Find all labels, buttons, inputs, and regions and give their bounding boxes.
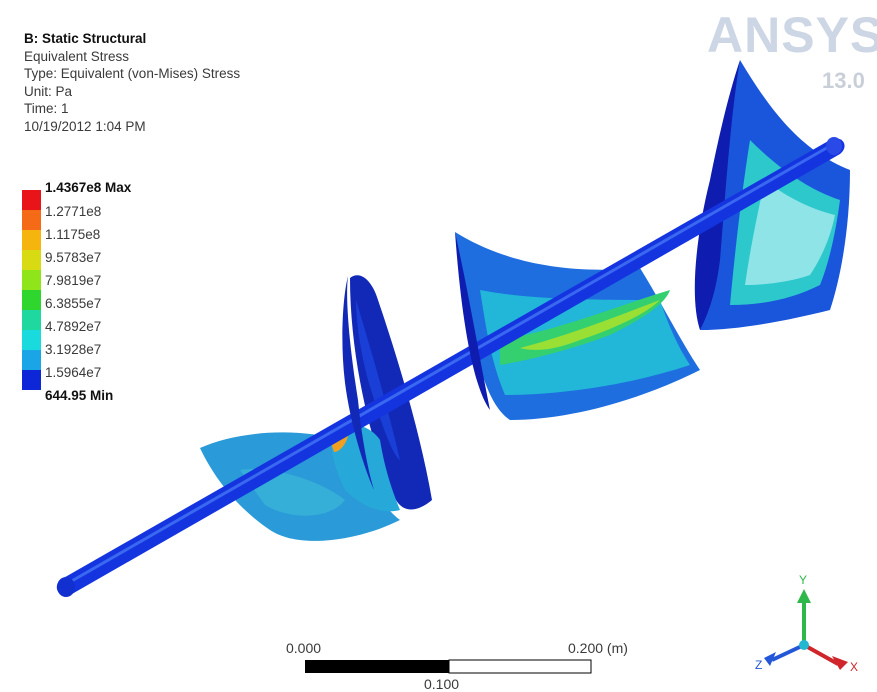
shaft-end-left [57,577,75,597]
triad-y-label: Y [799,573,808,587]
ansys-version: 13.0 [822,68,865,93]
result-date: 10/19/2012 1:04 PM [24,118,146,134]
legend-label: 1.5964e7 [45,365,102,380]
legend-swatch-5 [22,290,41,310]
mid-blade-dark [455,232,490,410]
legend-label: 1.4367e8 Max [45,180,132,195]
legend-swatch-6 [22,310,41,330]
right-blade-dark [694,60,740,330]
result-unit: Unit: Pa [24,83,73,99]
triad-origin [799,640,809,650]
legend-swatch-3 [22,250,41,270]
legend-swatch-7 [22,330,41,350]
legend-label: 1.1175e8 [45,227,101,242]
shaft-highlight [69,144,831,584]
triad-x-label: X [850,660,859,674]
right-flight-light [745,180,835,285]
result-info: B: Static Structural Equivalent Stress T… [24,30,240,135]
shaft [56,138,845,596]
legend-label: 1.2771e8 [45,204,102,219]
legend-label: 6.3855e7 [45,296,102,311]
triad-z-axis [771,643,805,662]
ansys-logo: ANSYS [707,7,877,63]
left-blade-edge [356,300,400,460]
left-flight-inner [330,424,400,512]
legend-swatch-4 [22,270,41,290]
scale-left-label: 0.000 [286,640,322,656]
result-name: Equivalent Stress [24,48,130,64]
legend-label: 4.7892e7 [45,319,102,334]
legend-label: 644.95 Min [45,388,114,403]
triad-y-arrow [797,589,811,603]
legend-swatch-8 [22,350,41,370]
scale-mid-label: 0.100 [424,676,460,692]
front-blade [342,276,374,490]
legend-swatch-2 [22,230,41,250]
triad-x-axis [803,643,839,666]
scale-right-label: 0.200 (m) [568,640,628,656]
triad-z-label: Z [755,658,763,672]
triad-x-arrow [832,656,848,670]
result-type: Type: Equivalent (von-Mises) Stress [24,66,241,81]
legend-swatch-1 [22,210,41,230]
shaft-end-right [826,137,842,155]
legend-label: 3.1928e7 [45,342,102,357]
legend-label: 9.5783e7 [45,250,102,265]
analysis-title: B: Static Structural [24,31,147,46]
mid-flight-lightgreen [520,300,660,350]
result-time: Time: 1 [24,101,69,116]
legend-label: 7.9819e7 [45,273,102,288]
legend-swatch-9 [22,370,41,390]
legend-swatch-0 [22,190,41,210]
triad-z-arrow [764,652,776,666]
